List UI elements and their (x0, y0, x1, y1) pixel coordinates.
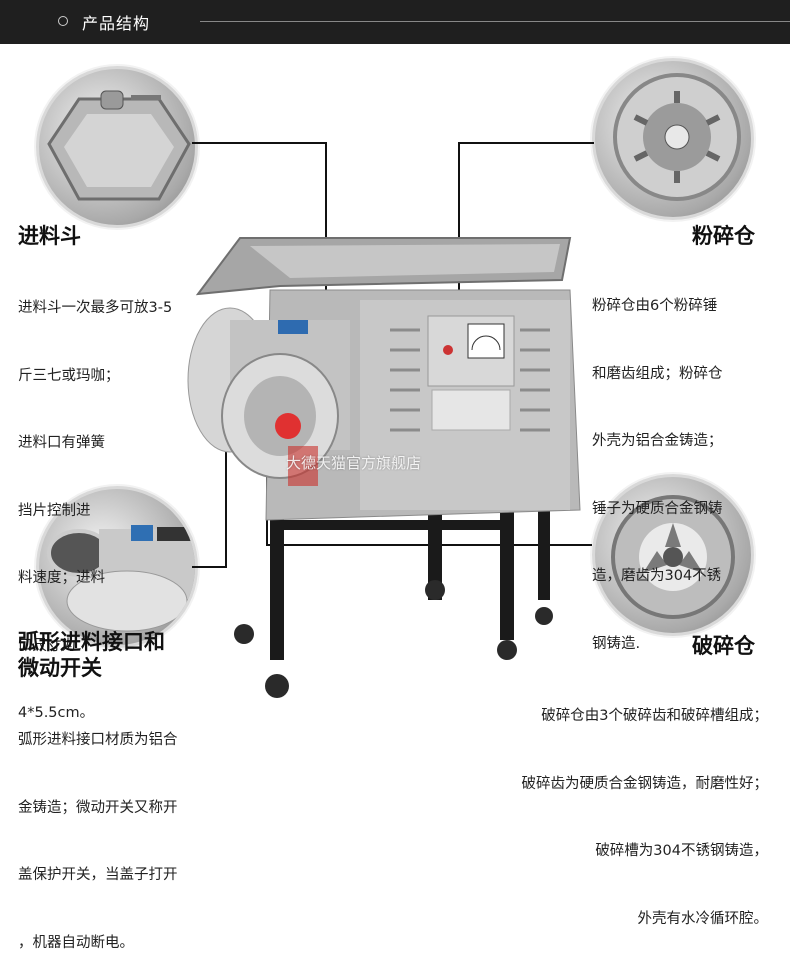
inlet-heading-line2: 微动开关 (18, 656, 102, 680)
desc-line: 锤子为硬质合金钢铸 (592, 500, 723, 517)
hopper-heading: 进料斗 (18, 224, 81, 248)
hopper-connector-line (325, 142, 327, 300)
crusher-description: 破碎仓由3个破碎齿和破碎槽组成； 破碎齿为硬质合金钢铸造，耐磨性好； 破碎槽为3… (428, 660, 769, 953)
desc-line: 造，磨齿为304不锈 (592, 568, 722, 584)
desc-line: 口尺寸为 (18, 637, 76, 654)
grinder-machine-image (170, 220, 590, 700)
desc-line: 外壳有水冷循环腔。 (637, 910, 769, 927)
desc-line: ，机器自动断电。 (18, 934, 134, 951)
inlet-description: 弧形进料接口材质为铝合 金铸造；微动开关又称开 盖保护开关，当盖子打开 ，机器自… (18, 684, 178, 977)
desc-line: 金铸造；微动开关又称开 (18, 799, 178, 816)
hopper-description: 进料斗一次最多可放3-5 斤三七或玛咖； 进料口有弹簧 挡片控制进 料速度；进料… (18, 252, 172, 747)
desc-line: 外壳为铝合金铸造； (592, 433, 723, 449)
desc-line: 钢铸造. (592, 635, 641, 652)
desc-line: 破碎齿为硬质合金钢铸造，耐磨性好； (521, 775, 769, 792)
inlet-connector-line (192, 566, 226, 568)
desc-line: 料速度；进料 (18, 570, 105, 586)
desc-line: 4*5.5cm。 (18, 705, 95, 721)
desc-line: 斤三七或玛咖； (18, 367, 120, 384)
desc-line: 破碎仓由3个破碎齿和破碎槽组成； (541, 708, 768, 724)
desc-line: 进料斗一次最多可放3-5 (18, 300, 173, 316)
desc-line: 粉碎仓由6个粉碎锤 (592, 298, 718, 314)
section-title: 产品结构 (82, 14, 151, 33)
crushing-chamber-detail-image (592, 474, 754, 636)
store-watermark: 大德天猫官方旗舰店 (286, 454, 422, 472)
hopper-detail-image (36, 66, 198, 228)
desc-line: 盖保护开关，当盖子打开 (18, 867, 178, 883)
grinder-heading: 粉碎仓 (692, 224, 755, 248)
grinding-chamber-detail-image (592, 58, 754, 220)
crusher-heading: 破碎仓 (692, 634, 755, 658)
desc-line: 破碎槽为304不锈钢铸造， (595, 843, 768, 859)
inlet-heading-line1: 弧形进料接口和 (18, 630, 165, 654)
desc-line: 和磨齿组成；粉碎仓 (592, 365, 723, 382)
hopper-connector-line (192, 142, 326, 144)
grinder-description: 粉碎仓由6个粉碎锤 和磨齿组成；粉碎仓 外壳为铝合金铸造； 锤子为硬质合金钢铸 … (592, 250, 723, 678)
inlet-switch-detail-image (36, 486, 198, 648)
desc-line: 进料口有弹簧 (18, 435, 105, 451)
grinder-connector-line (458, 142, 594, 144)
header-bar: 产品结构 (0, 0, 790, 44)
desc-line: 挡片控制进 (18, 502, 91, 519)
header-marker-icon (58, 16, 68, 26)
desc-line: 弧形进料接口材质为铝合 (18, 732, 178, 748)
header-divider (200, 21, 790, 22)
